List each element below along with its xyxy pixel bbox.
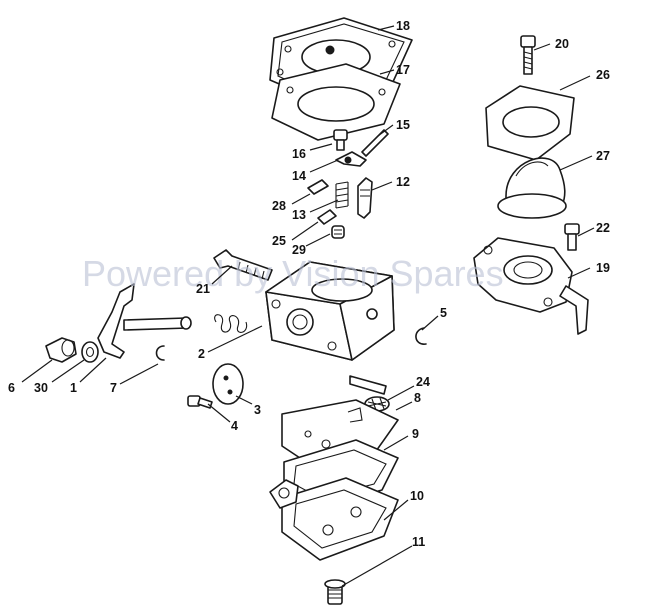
callout-21: 21 — [196, 282, 210, 296]
part-29-plug — [331, 225, 345, 239]
callout-14: 14 — [292, 169, 306, 183]
callout-22: 22 — [596, 221, 610, 235]
callout-26: 26 — [596, 68, 610, 82]
part-21-screw — [213, 249, 273, 281]
callout-11: 11 — [412, 535, 425, 549]
part-3-throttle-plate — [212, 363, 244, 405]
part-22-screw — [564, 223, 580, 251]
part-1-throttle-shaft — [97, 283, 192, 359]
part-10-cover — [269, 477, 399, 561]
part-2-spring — [214, 314, 248, 333]
callout-1: 1 — [70, 381, 77, 395]
part-25-pin — [317, 209, 337, 225]
part-20-screw — [520, 35, 536, 75]
callout-15: 15 — [396, 118, 410, 132]
callout-19: 19 — [596, 261, 610, 275]
part-26-gasket — [485, 85, 575, 161]
callout-25: 25 — [272, 234, 286, 248]
callout-17: 17 — [396, 63, 410, 77]
part-16-screw — [333, 129, 348, 151]
part-12-inlet-needle — [357, 177, 373, 219]
callout-3: 3 — [254, 403, 261, 417]
part-27-primer-bulb — [497, 157, 567, 219]
callout-27: 27 — [596, 149, 610, 163]
part-4-screw — [187, 395, 213, 409]
callout-30: 30 — [34, 381, 48, 395]
callout-29: 29 — [292, 243, 306, 257]
callout-9: 9 — [412, 427, 419, 441]
part-30-washer — [81, 341, 99, 363]
callout-7: 7 — [110, 381, 117, 395]
callout-16: 16 — [292, 147, 306, 161]
callout-4: 4 — [231, 419, 238, 433]
part-5-circlip — [415, 327, 427, 345]
callout-10: 10 — [410, 489, 424, 503]
part-13-spring — [335, 181, 349, 209]
carburetor-body — [265, 261, 395, 395]
part-11-screw — [324, 579, 346, 605]
part-19-primer-housing — [473, 237, 589, 335]
callout-6: 6 — [8, 381, 15, 395]
callout-8: 8 — [414, 391, 421, 405]
callout-12: 12 — [396, 175, 410, 189]
callout-24: 24 — [416, 375, 430, 389]
callout-13: 13 — [292, 208, 306, 222]
callout-2: 2 — [198, 347, 205, 361]
callout-18: 18 — [396, 19, 410, 33]
callout-5: 5 — [440, 306, 447, 320]
part-28-pin — [307, 179, 329, 195]
watermark-text: Powered by Vision Spares — [82, 253, 504, 294]
part-14-lever — [335, 151, 367, 167]
callout-28: 28 — [272, 199, 286, 213]
part-17-gasket — [271, 63, 401, 141]
part-15-needle — [361, 129, 389, 157]
part-6-cap — [45, 337, 77, 363]
part-7-circlip — [155, 345, 165, 361]
callout-labels: 18 17 20 26 15 16 14 12 28 13 27 25 29 2… — [8, 19, 610, 549]
leader-lines — [21, 25, 595, 587]
callout-20: 20 — [555, 37, 569, 51]
